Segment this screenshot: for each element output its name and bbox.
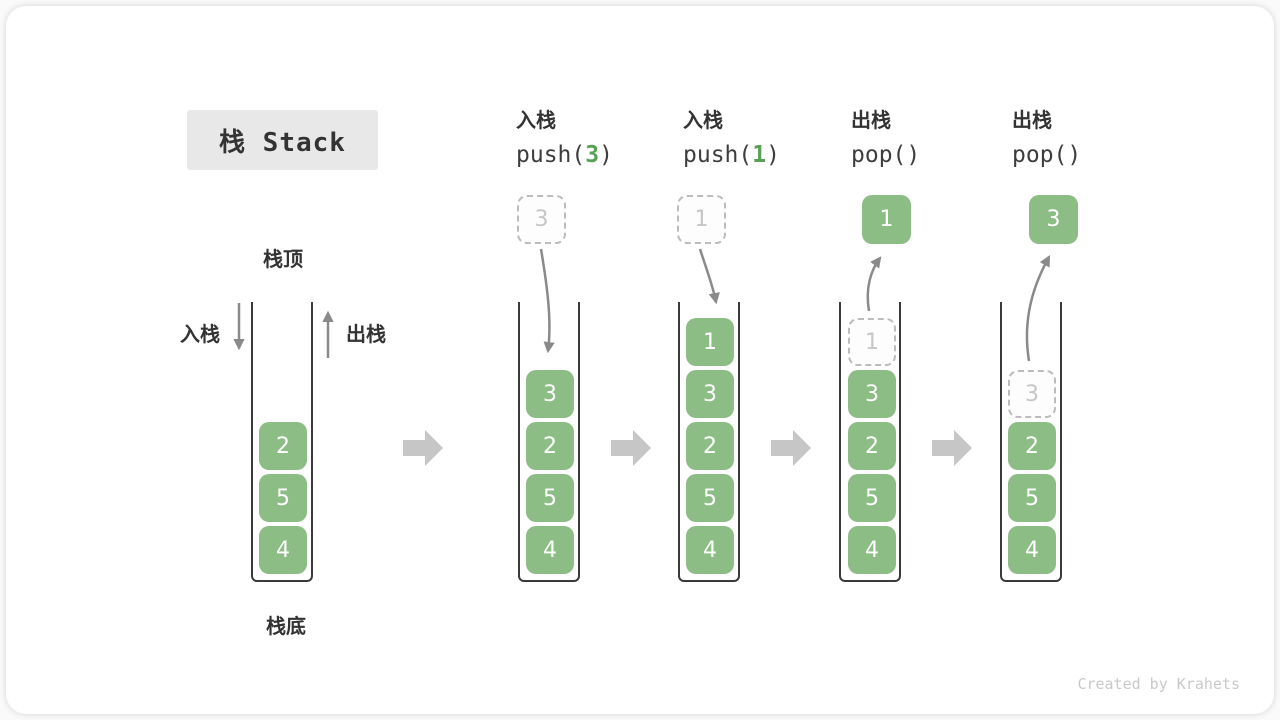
operation-name: 入栈 bbox=[683, 108, 723, 132]
title-box: 栈 Stack bbox=[187, 110, 378, 170]
operation-name: 出栈 bbox=[1012, 108, 1052, 132]
stack-cell: 3 bbox=[526, 370, 574, 418]
code-prefix: pop( bbox=[1012, 142, 1068, 168]
operation-label-push-3: 入栈 push(3) bbox=[516, 106, 686, 169]
code-suffix: ) bbox=[599, 142, 613, 168]
stack-bottom-label: 栈底 bbox=[266, 614, 306, 638]
stack-cell: 2 bbox=[1008, 422, 1056, 470]
stack-cell: 2 bbox=[686, 422, 734, 470]
operation-code: pop() bbox=[1012, 141, 1182, 169]
pop-side-label: 出栈 bbox=[346, 322, 386, 346]
push-side-label: 入栈 bbox=[180, 322, 220, 346]
operation-label-pop-first: 出栈 pop() bbox=[851, 106, 1021, 169]
code-arg: 3 bbox=[585, 142, 600, 168]
operation-name: 入栈 bbox=[516, 108, 556, 132]
code-prefix: pop( bbox=[851, 142, 907, 168]
stack-cell: 4 bbox=[1008, 526, 1056, 574]
floating-cell-popped-1: 1 bbox=[862, 195, 911, 244]
operation-code: push(1) bbox=[683, 141, 853, 169]
stack-cell: 5 bbox=[259, 474, 307, 522]
stack-cell: 3 bbox=[848, 370, 896, 418]
stack-cell: 4 bbox=[686, 526, 734, 574]
code-arg: 1 bbox=[752, 142, 767, 168]
code-suffix: ) bbox=[1067, 142, 1082, 168]
code-prefix: push( bbox=[683, 142, 753, 168]
stack-cell: 4 bbox=[848, 526, 896, 574]
code-suffix: ) bbox=[906, 142, 921, 168]
floating-cell-push-1: 1 bbox=[677, 195, 726, 244]
stack-cell: 5 bbox=[848, 474, 896, 522]
stack-cell: 5 bbox=[526, 474, 574, 522]
stack-cell: 5 bbox=[686, 474, 734, 522]
floating-cell-popped-3: 3 bbox=[1029, 195, 1078, 244]
operation-name: 出栈 bbox=[851, 108, 891, 132]
code-suffix: ) bbox=[766, 142, 780, 168]
stack-cell-ghost: 3 bbox=[1008, 370, 1056, 418]
stack-top-label: 栈顶 bbox=[263, 247, 303, 271]
stack-cell: 2 bbox=[848, 422, 896, 470]
stack-cell: 3 bbox=[686, 370, 734, 418]
stack-cell: 2 bbox=[526, 422, 574, 470]
operation-label-push-1: 入栈 push(1) bbox=[683, 106, 853, 169]
stack-cell: 1 bbox=[686, 318, 734, 366]
code-prefix: push( bbox=[516, 142, 586, 168]
stack-cell: 5 bbox=[1008, 474, 1056, 522]
watermark: Created by Krahets bbox=[1077, 675, 1240, 693]
operation-code: push(3) bbox=[516, 141, 686, 169]
floating-cell-push-3: 3 bbox=[517, 195, 566, 244]
page-title: 栈 Stack bbox=[219, 127, 346, 158]
stack-cell: 4 bbox=[526, 526, 574, 574]
operation-label-pop-second: 出栈 pop() bbox=[1012, 106, 1182, 169]
operation-code: pop() bbox=[851, 141, 1021, 169]
stack-cell: 2 bbox=[259, 422, 307, 470]
stack-cell-ghost: 1 bbox=[848, 318, 896, 366]
stack-cell: 4 bbox=[259, 526, 307, 574]
